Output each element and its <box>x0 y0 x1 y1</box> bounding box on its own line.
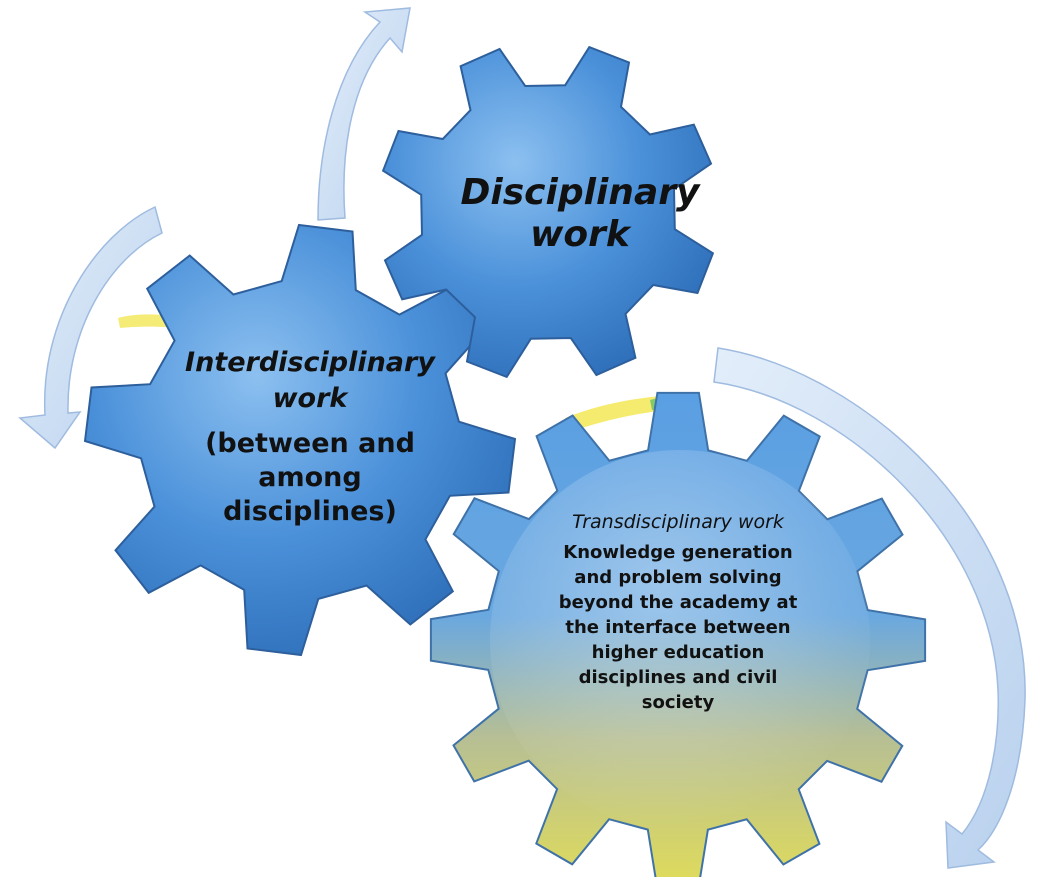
interdisciplinary-title-line-1: Interdisciplinary <box>185 347 435 378</box>
disciplinary-title-line-1: Disciplinary <box>460 172 700 213</box>
transdisciplinary-desc-line-1: Knowledge generation <box>563 542 793 563</box>
interdisciplinary-subtitle-line-1: (between and <box>205 428 415 459</box>
interdisciplinary-subtitle-line-3: disciplines) <box>223 496 397 527</box>
cycle-arrows <box>18 7 1026 869</box>
transdisciplinary-label: Transdisciplinary work Knowledge generat… <box>528 510 828 715</box>
transdisciplinary-desc-line-7: society <box>641 692 715 713</box>
disciplinary-title-line-2: work <box>530 214 630 255</box>
transdisciplinary-desc-line-3: beyond the academy at <box>558 592 798 613</box>
clockwise-arrow-right <box>713 347 1026 869</box>
transdisciplinary-desc-line-6: disciplines and civil <box>578 667 778 688</box>
clockwise-arrow-top <box>317 7 411 221</box>
disciplinary-label: Disciplinary work <box>460 172 700 256</box>
transdisciplinary-desc-line-4: the interface between <box>565 617 791 638</box>
disciplinary-gear <box>381 45 715 379</box>
counterclockwise-arrow-left <box>18 205 163 450</box>
transdisciplinary-gear <box>429 391 927 882</box>
interdisciplinary-subtitle-line-2: among <box>258 462 362 493</box>
transdisciplinary-desc-line-5: higher education <box>591 642 765 663</box>
transdisciplinary-title: Transdisciplinary work <box>572 511 784 533</box>
transdisciplinary-desc-line-2: and problem solving <box>574 567 782 588</box>
interdisciplinary-title-line-2: work <box>272 383 348 414</box>
interdisciplinary-label: Interdisciplinary work (between and amon… <box>175 345 445 529</box>
